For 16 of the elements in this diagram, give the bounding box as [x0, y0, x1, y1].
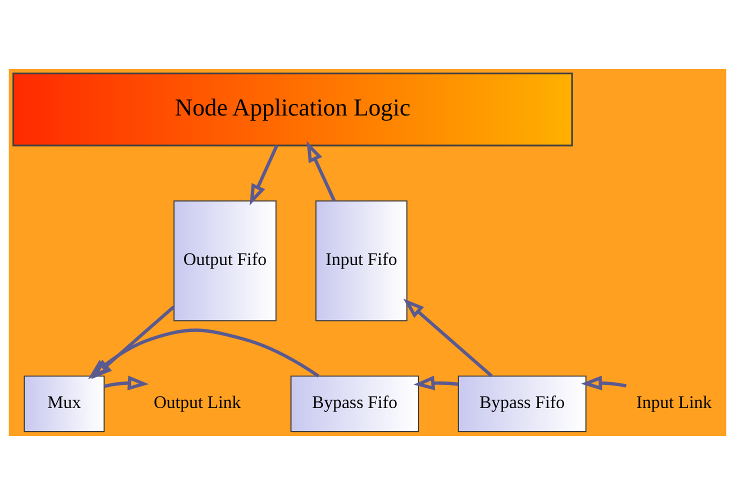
- arrow: [88, 328, 320, 379]
- node-text: Output Link: [154, 392, 241, 412]
- node-box: Bypass Fifo: [290, 375, 420, 432]
- arrow: [306, 140, 336, 201]
- node-box: Node Application Logic: [12, 72, 573, 146]
- arrow: [250, 144, 278, 205]
- arrow: [104, 375, 149, 390]
- node-box: Mux: [24, 375, 105, 432]
- arrow: [403, 298, 493, 377]
- node-box: Input Fifo: [315, 200, 408, 321]
- node-text: Input Link: [636, 392, 712, 412]
- arrow: [580, 375, 627, 390]
- node-box: Output Fifo: [173, 200, 277, 321]
- node-box: Bypass Fifo: [458, 375, 586, 432]
- arrow: [414, 375, 458, 390]
- arrow: [91, 305, 175, 379]
